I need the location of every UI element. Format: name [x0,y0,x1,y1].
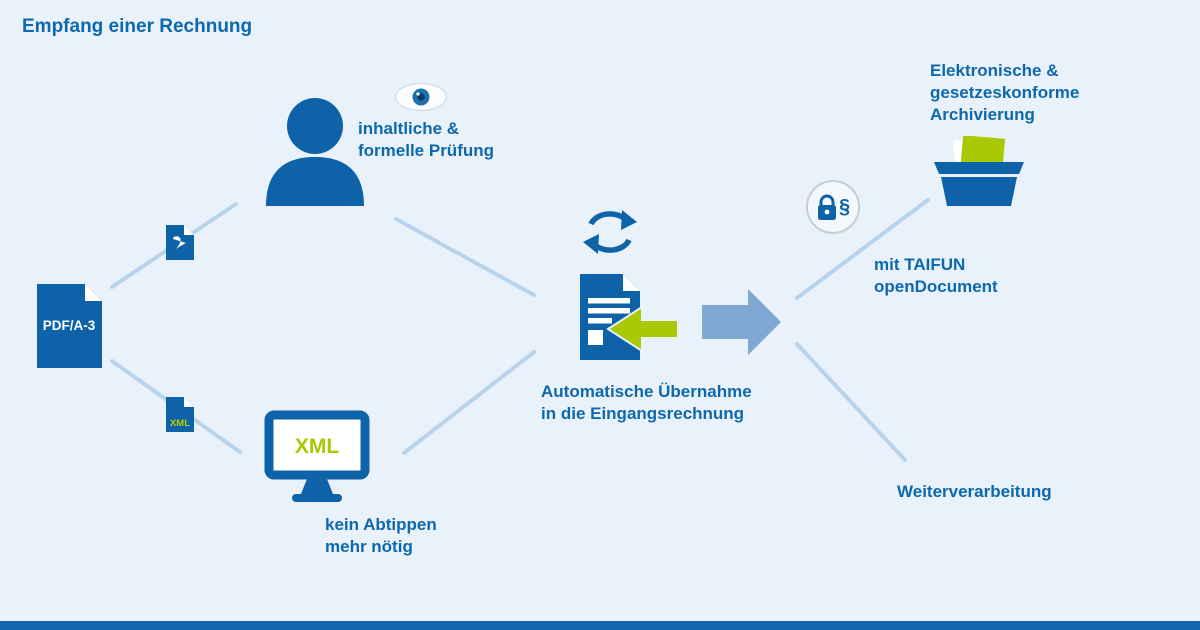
connector-line [394,217,536,297]
eye-icon [394,82,448,112]
further-processing-caption: Weiterverarbeitung [897,482,1052,501]
lock-icon [817,194,836,220]
footer-bar [0,621,1200,630]
connector-line [795,342,907,462]
monitor-xml-icon: XML [264,410,370,502]
flow-arrow-icon [702,289,781,355]
pdf-file-icon [166,225,194,260]
refresh-icon [583,210,637,254]
invoice-document-import-icon [580,274,679,360]
paragraph-symbol: § [838,195,851,218]
auto-transfer-caption: Automatische Übernahme in die Eingangsre… [541,382,752,423]
xml-file-label: XML [170,418,190,429]
pdf-a3-document-icon: PDF/A-3 [37,284,102,368]
pdf-a3-label: PDF/A-3 [43,318,96,333]
manual-check-caption: inhaltliche & formelle Prüfung [358,119,495,160]
archiving-caption: Elektronische & gesetzeskonforme Archivi… [930,61,1080,124]
page-title: Empfang einer Rechnung [22,16,253,37]
connector-line [795,198,930,300]
xml-import-caption: kein Abtippen mehr nötig [325,515,437,556]
connector-line [402,350,536,455]
monitor-screen-label: XML [295,435,340,458]
person-icon [266,98,364,206]
taifun-caption: mit TAIFUN openDocument [874,255,998,296]
archive-box-icon [934,136,1024,206]
xml-file-icon: XML [166,397,194,432]
lock-paragraph-icon: § [806,180,860,234]
import-arrow-icon [606,305,679,353]
